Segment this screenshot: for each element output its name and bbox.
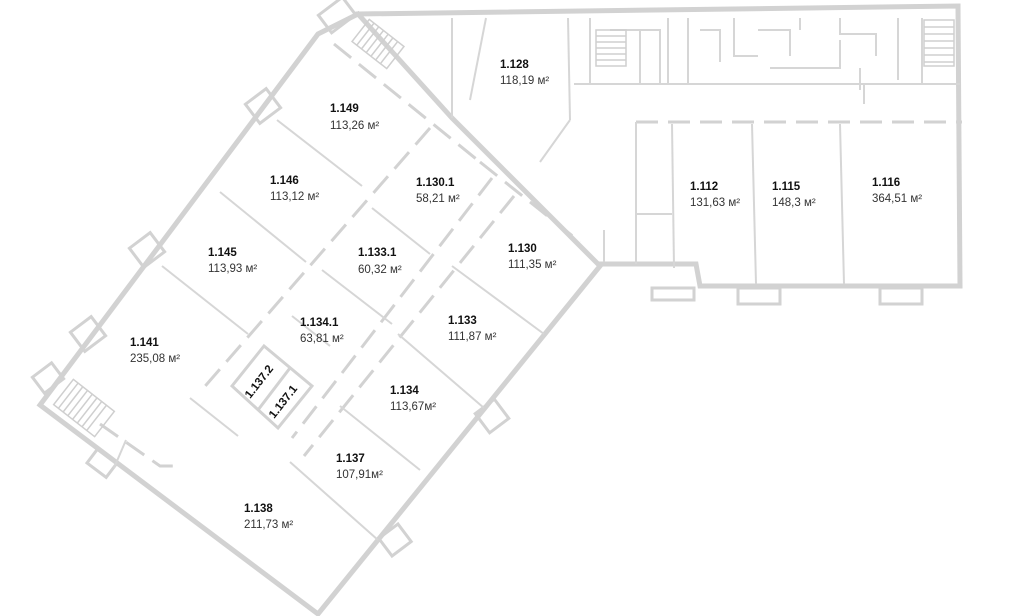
exterior-bays	[30, 0, 924, 559]
room-number: 1.137.2	[243, 363, 276, 401]
room-1128[interactable]: 1.128 118,19 м²	[500, 59, 549, 87]
room-1137[interactable]: 1.137 107,91м²	[336, 453, 383, 481]
room-area: 107,91м²	[336, 469, 383, 481]
stairs-top-right	[923, 19, 955, 67]
room-1130[interactable]: 1.130 111,35 м²	[508, 243, 557, 271]
room-area: 131,63 м²	[690, 197, 740, 209]
room-area: 235,08 м²	[130, 353, 180, 365]
right-wing-partitions	[574, 18, 962, 285]
room-11331[interactable]: 1.133.1 60,32 м²	[358, 247, 402, 276]
room-1145[interactable]: 1.145 113,93 м²	[208, 247, 257, 275]
room-area: 364,51 м²	[872, 193, 922, 205]
room-number: 1.133.1	[358, 247, 397, 259]
room-area: 113,67м²	[390, 401, 436, 413]
room-area: 111,87 м²	[448, 331, 497, 343]
room-1115[interactable]: 1.115 148,3 м²	[772, 181, 816, 209]
room-1149[interactable]: 1.149 113,26 м²	[330, 103, 379, 132]
room-1116[interactable]: 1.116 364,51 м²	[872, 177, 922, 205]
room-number: 1.138	[244, 503, 273, 515]
room-11341[interactable]: 1.134.1 63,81 м²	[300, 317, 344, 345]
room-1133[interactable]: 1.133 111,87 м²	[448, 315, 497, 343]
room-area: 211,73 м²	[244, 519, 293, 531]
room-number: 1.134.1	[300, 317, 339, 329]
room-number: 1.134	[390, 385, 419, 397]
room-number: 1.112	[690, 181, 718, 193]
room-area: 148,3 м²	[772, 197, 816, 209]
room-area: 58,21 м²	[416, 193, 460, 205]
room-area: 63,81 м²	[300, 333, 344, 345]
room-area: 60,32 м²	[358, 264, 402, 276]
room-area: 113,26 м²	[330, 120, 379, 132]
room-1141[interactable]: 1.141 235,08 м²	[130, 337, 180, 365]
room-number: 1.130.1	[416, 177, 455, 189]
room-number: 1.115	[772, 181, 801, 193]
room-number: 1.141	[130, 337, 159, 349]
wing-partitions	[99, 17, 581, 541]
stairs-top-left	[350, 18, 406, 70]
room-number: 1.146	[270, 175, 299, 187]
room-number: 1.133	[448, 315, 477, 327]
room-area: 113,12 м²	[270, 191, 319, 203]
room-1112[interactable]: 1.112 131,63 м²	[690, 181, 740, 209]
room-1138[interactable]: 1.138 211,73 м²	[244, 503, 293, 531]
room-11371[interactable]: 1.137.1	[267, 383, 300, 421]
stairs-top-center	[595, 29, 627, 67]
room-area: 113,93 м²	[208, 263, 257, 275]
room-number: 1.149	[330, 103, 359, 115]
outer-walls	[36, 3, 963, 616]
room-number: 1.137.1	[267, 383, 300, 421]
room-number: 1.145	[208, 247, 237, 259]
stairs-bottom-left	[52, 378, 116, 438]
room-number: 1.116	[872, 177, 900, 189]
room-11301[interactable]: 1.130.1 58,21 м²	[416, 177, 460, 205]
room-11372[interactable]: 1.137.2	[243, 363, 276, 401]
room-1134[interactable]: 1.134 113,67м²	[390, 385, 436, 413]
room-number: 1.130	[508, 243, 537, 255]
room-area: 118,19 м²	[500, 75, 549, 87]
room-area: 111,35 м²	[508, 259, 557, 271]
room-number: 1.128	[500, 59, 529, 71]
room-1146[interactable]: 1.146 113,12 м²	[270, 175, 319, 203]
room-number: 1.137	[336, 453, 365, 465]
room-labels: 1.128 118,19 м² 1.149 113,26 м² 1.146 11…	[130, 59, 922, 531]
